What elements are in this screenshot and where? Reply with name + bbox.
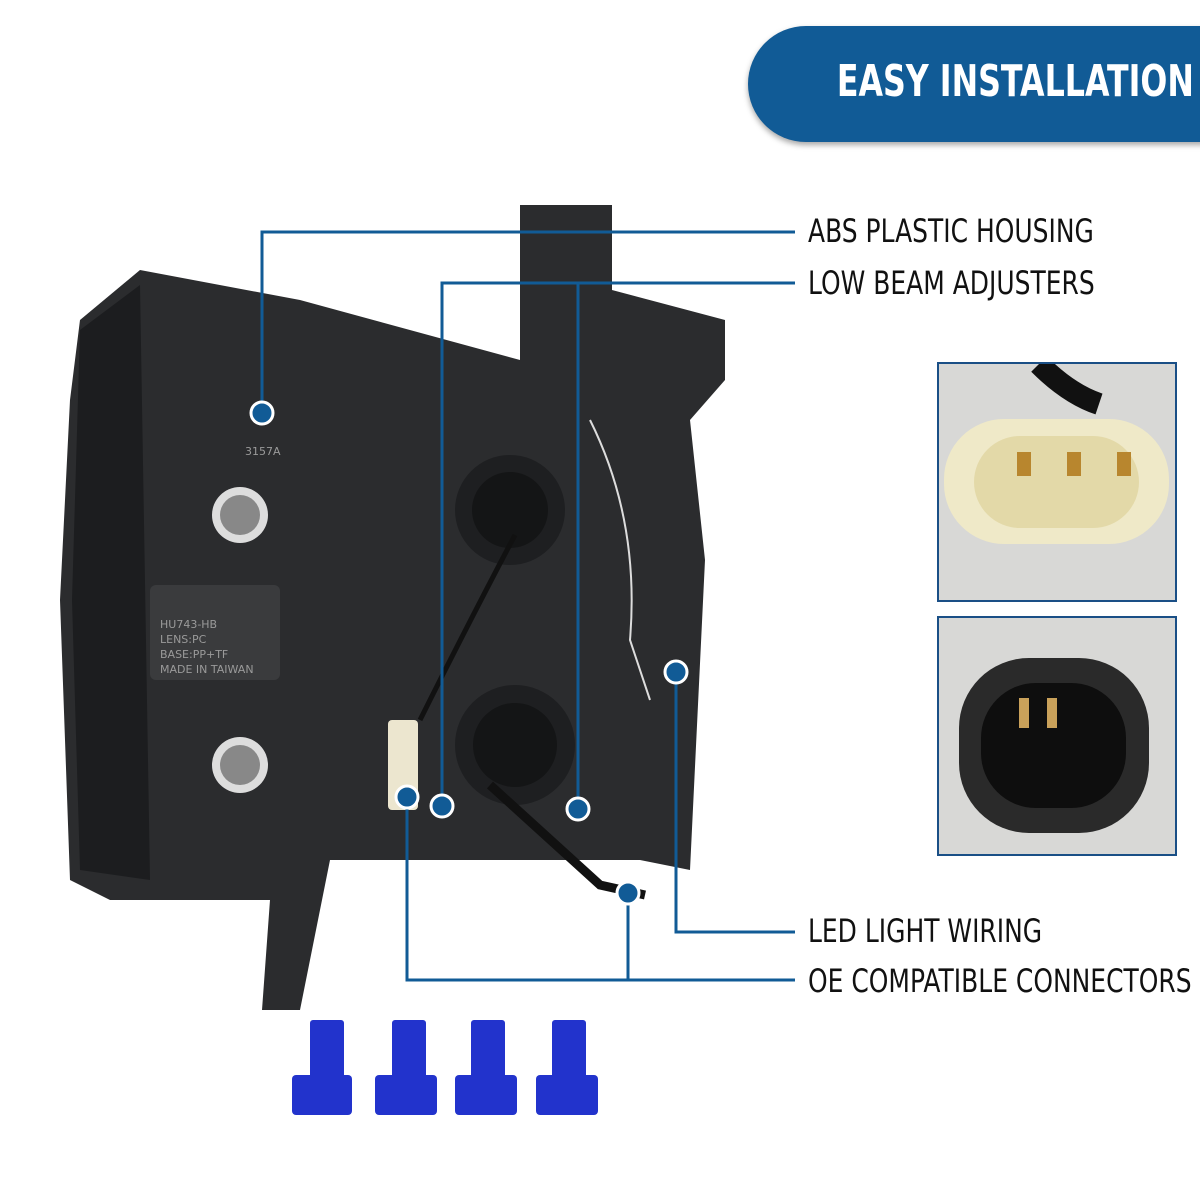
- callout-oe-compatible-connectors: OE COMPATIBLE CONNECTORS: [808, 962, 1192, 1000]
- dot-led-wiring: [663, 659, 689, 685]
- dot-low-beam-right: [565, 796, 591, 822]
- callout-lines: [260, 230, 795, 982]
- banner-title: EASY INSTALLATION: [836, 56, 1194, 107]
- headlight-housing: HU743-HB LENS:PC BASE:PP+TF MADE IN TAIW…: [60, 205, 725, 1010]
- marking-origin: MADE IN TAIWAN: [160, 663, 254, 676]
- marking-base: BASE:PP+TF: [160, 648, 228, 661]
- dot-low-beam-left: [429, 793, 455, 819]
- marking-lens: LENS:PC: [160, 633, 207, 646]
- wire-connector-1: [292, 1020, 352, 1115]
- dot-abs-housing: [249, 400, 275, 426]
- wire-tap-connectors: [292, 1020, 598, 1115]
- callout-led-light-wiring: LED LIGHT WIRING: [808, 912, 1043, 950]
- callout-dots: [249, 400, 689, 906]
- easy-installation-banner: EASY INSTALLATION: [748, 26, 1200, 142]
- wire-connector-4: [536, 1020, 598, 1115]
- callout-abs-plastic-housing: ABS PLASTIC HOUSING: [808, 212, 1094, 250]
- dot-connector-1: [394, 784, 420, 810]
- dot-connector-2: [615, 880, 641, 906]
- wire-connector-2: [375, 1020, 437, 1115]
- inset-female-connector-photo: [937, 362, 1177, 602]
- marking-model: HU743-HB: [160, 618, 217, 631]
- inset-male-connector-photo: [937, 616, 1177, 856]
- wire-connector-3: [455, 1020, 517, 1115]
- callout-low-beam-adjusters: LOW BEAM ADJUSTERS: [808, 264, 1095, 302]
- marking-code: 3157A: [245, 445, 281, 458]
